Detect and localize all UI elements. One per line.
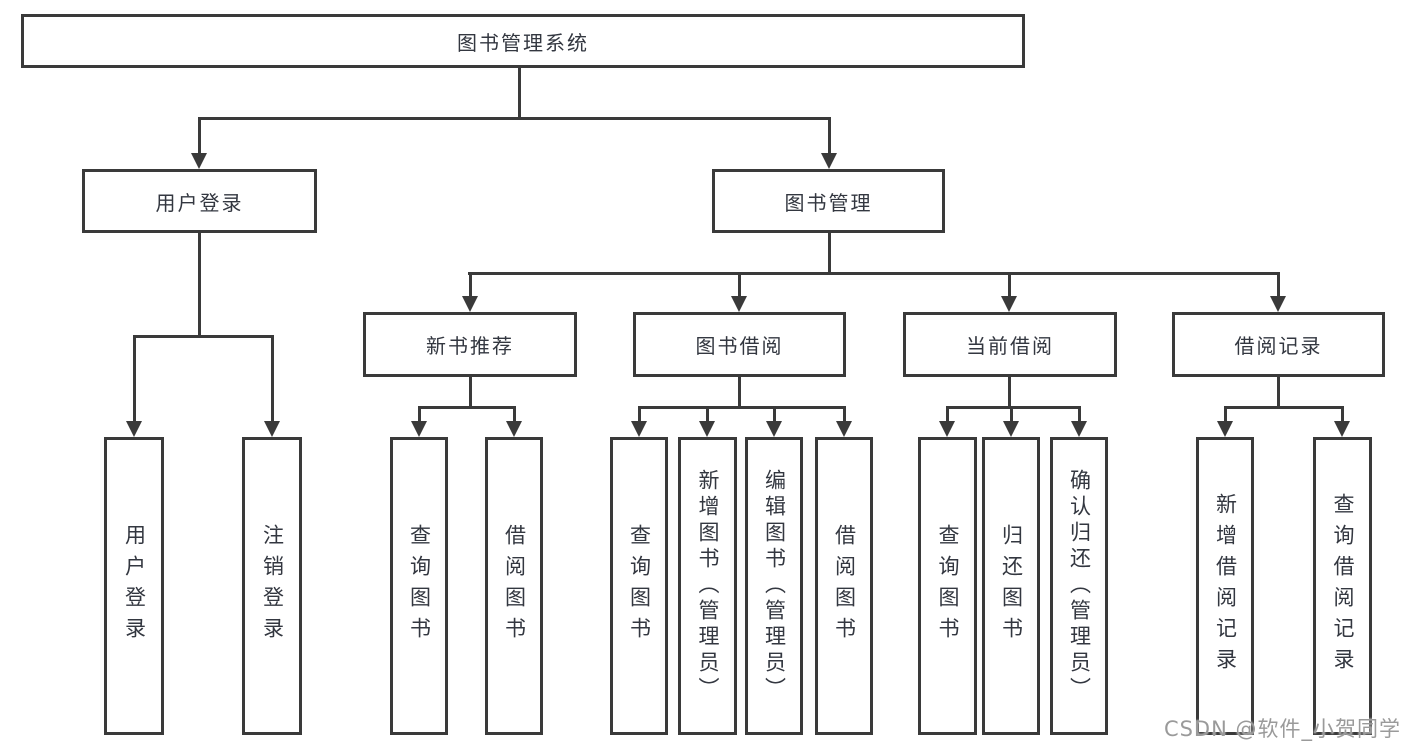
node-root-library-system: 图书管理系统: [21, 14, 1025, 68]
connector-book-borrow-stem: [738, 377, 741, 409]
node-new-book-recommend: 新书推荐: [363, 312, 577, 377]
leaf-cb-confirm-return-label: 确认归还（管理员）: [1067, 469, 1092, 703]
leaf-user-login-label: 用户登录: [122, 524, 147, 648]
leaf-br-add-record-label: 新增借阅记录: [1213, 493, 1238, 679]
arrowhead-current-borrow-icon: [1001, 296, 1017, 312]
connector-book-mgmt-crossbar: [468, 272, 1280, 275]
arrowhead-new-book-icon: [462, 296, 478, 312]
connector-borrow-records-stem: [1277, 377, 1280, 409]
leaf-bb-add-books: 新增图书（管理员）: [678, 437, 737, 735]
node-user-login-label: 用户登录: [155, 190, 244, 215]
node-book-borrow-label: 图书借阅: [695, 334, 784, 358]
connector-to-bb-edit-shaft: [773, 406, 776, 421]
arrowhead-bb-add-icon: [699, 421, 715, 437]
arrowhead-leaf-user-login-icon: [126, 421, 142, 437]
node-new-book-recommend-label: 新书推荐: [426, 334, 514, 358]
connector-to-book-borrow-shaft: [738, 272, 741, 296]
connector-to-br-add-shaft: [1224, 406, 1227, 421]
leaf-bb-borrow-books: 借阅图书: [815, 437, 873, 735]
connector-to-leaf-user-login-shaft: [133, 335, 136, 421]
node-book-borrow: 图书借阅: [633, 312, 846, 377]
connector-to-cb-query-shaft: [946, 406, 949, 421]
connector-root-stem: [518, 68, 521, 118]
arrowhead-cb-query-icon: [939, 421, 955, 437]
connector-to-cb-confirm-shaft: [1078, 406, 1081, 421]
leaf-nb-borrow-books: 借阅图书: [485, 437, 543, 735]
connector-to-nb-borrow-shaft: [513, 406, 516, 421]
connector-current-borrow-stem: [1008, 377, 1011, 409]
node-current-borrow: 当前借阅: [903, 312, 1117, 377]
leaf-nb-borrow-books-label: 借阅图书: [502, 524, 527, 648]
arrowhead-bb-borrow-icon: [836, 421, 852, 437]
leaf-nb-query-books: 查询图书: [390, 437, 448, 735]
connector-borrow-records-crossbar: [1224, 406, 1344, 409]
arrowhead-book-borrow-icon: [731, 296, 747, 312]
connector-to-new-book-shaft: [469, 272, 472, 296]
connector-current-borrow-crossbar: [946, 406, 1081, 409]
connector-to-nb-query-shaft: [418, 406, 421, 421]
leaf-cb-query-books-label: 查询图书: [936, 524, 960, 648]
arrowhead-bb-edit-icon: [766, 421, 782, 437]
node-borrow-records: 借阅记录: [1172, 312, 1385, 377]
connector-book-borrow-crossbar: [638, 406, 846, 409]
connector-to-br-query-shaft: [1341, 406, 1344, 421]
connector-to-leaf-logout-shaft: [271, 335, 274, 421]
node-book-management: 图书管理: [712, 169, 945, 233]
arrowhead-cb-confirm-icon: [1071, 421, 1087, 437]
connector-root-crossbar: [198, 117, 831, 120]
connector-root-to-book-mgmt-shaft: [828, 117, 831, 154]
arrowhead-nb-query-icon: [411, 421, 427, 437]
leaf-user-login: 用户登录: [104, 437, 164, 735]
node-user-login: 用户登录: [82, 169, 317, 233]
arrowhead-br-add-icon: [1217, 421, 1233, 437]
connector-new-book-stem: [469, 377, 472, 409]
arrowhead-br-query-icon: [1334, 421, 1350, 437]
connector-user-login-stem: [198, 233, 201, 338]
leaf-br-query-record-label: 查询借阅记录: [1331, 493, 1355, 679]
connector-to-current-borrow-shaft: [1008, 272, 1011, 296]
leaf-bb-query-books: 查询图书: [610, 437, 668, 735]
arrowhead-bb-query-icon: [631, 421, 647, 437]
arrowhead-book-mgmt-icon: [821, 153, 837, 169]
leaf-cb-confirm-return: 确认归还（管理员）: [1050, 437, 1108, 735]
leaf-bb-edit-books: 编辑图书（管理员）: [745, 437, 803, 735]
leaf-cb-return-books-label: 归还图书: [999, 524, 1024, 648]
leaf-br-add-record: 新增借阅记录: [1196, 437, 1254, 735]
connector-book-mgmt-stem: [828, 233, 831, 275]
leaf-nb-query-books-label: 查询图书: [407, 524, 432, 648]
node-root-label: 图书管理系统: [457, 30, 589, 55]
connector-to-cb-return-shaft: [1010, 406, 1013, 421]
connector-to-bb-borrow-shaft: [843, 406, 846, 421]
node-current-borrow-label: 当前借阅: [966, 334, 1054, 358]
leaf-logout-label: 注销登录: [260, 524, 285, 648]
leaf-cb-query-books: 查询图书: [918, 437, 977, 735]
connector-to-borrow-records-shaft: [1277, 272, 1280, 296]
arrowhead-leaf-logout-icon: [264, 421, 280, 437]
connector-root-to-user-login-shaft: [198, 117, 201, 154]
arrowhead-cb-return-icon: [1003, 421, 1019, 437]
connector-to-bb-query-shaft: [638, 406, 641, 421]
leaf-bb-borrow-books-label: 借阅图书: [832, 524, 857, 648]
connector-to-bb-add-shaft: [706, 406, 709, 421]
arrowhead-nb-borrow-icon: [506, 421, 522, 437]
leaf-bb-query-books-label: 查询图书: [627, 524, 652, 648]
node-borrow-records-label: 借阅记录: [1234, 334, 1323, 358]
arrowhead-borrow-records-icon: [1270, 296, 1286, 312]
connector-new-book-crossbar: [418, 406, 516, 409]
leaf-logout: 注销登录: [242, 437, 302, 735]
watermark-text: CSDN @软件_小贺同学: [1163, 717, 1401, 741]
leaf-cb-return-books: 归还图书: [982, 437, 1040, 735]
connector-user-login-crossbar: [133, 335, 274, 338]
arrowhead-user-login-icon: [191, 153, 207, 169]
node-book-management-label: 图书管理: [784, 190, 873, 215]
leaf-br-query-record: 查询借阅记录: [1313, 437, 1372, 735]
leaf-bb-add-books-label: 新增图书（管理员）: [696, 469, 720, 703]
leaf-bb-edit-books-label: 编辑图书（管理员）: [762, 469, 787, 703]
